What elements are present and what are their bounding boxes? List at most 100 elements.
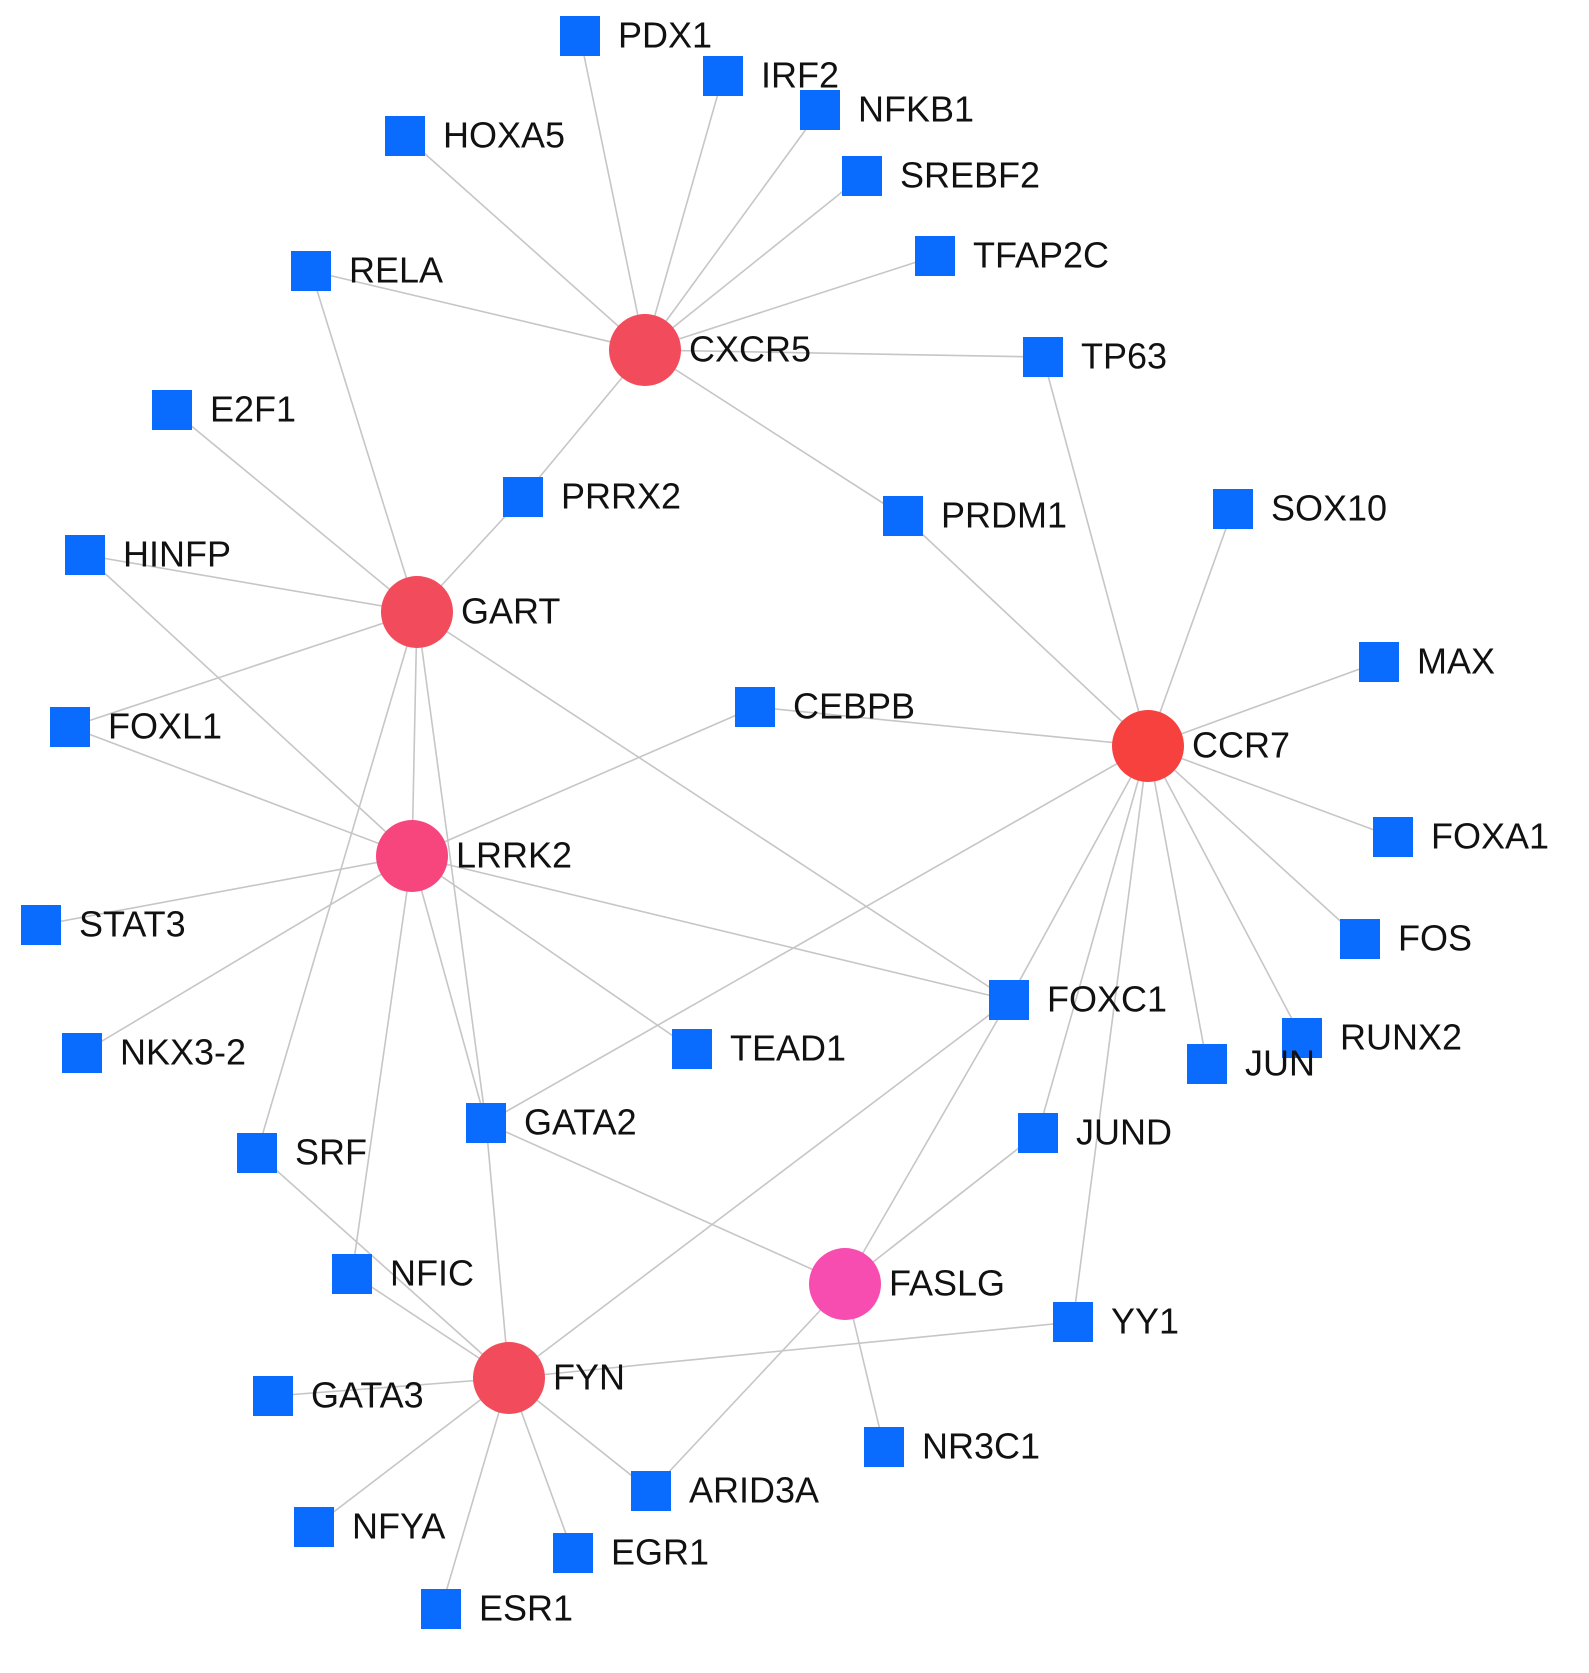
tf-node-prrx2[interactable] xyxy=(503,477,543,517)
tf-node-jund[interactable] xyxy=(1018,1113,1058,1153)
tf-node-runx2[interactable] xyxy=(1282,1018,1322,1058)
edge-fyn-gata2 xyxy=(485,1122,510,1379)
tf-label-prdm1: PRDM1 xyxy=(941,495,1067,536)
edge-ccr7-fos xyxy=(1147,745,1361,940)
edge-cxcr5-tfap2c xyxy=(644,255,936,351)
tf-node-tead1[interactable] xyxy=(672,1029,712,1069)
edge-ccr7-prdm1 xyxy=(902,515,1149,747)
edge-faslg-gata2 xyxy=(485,1122,846,1285)
edge-ccr7-yy1 xyxy=(1072,745,1149,1323)
node-layer xyxy=(21,16,1413,1629)
tf-node-arid3a[interactable] xyxy=(631,1471,671,1511)
tf-node-fos[interactable] xyxy=(1340,919,1380,959)
tf-node-max[interactable] xyxy=(1359,642,1399,682)
edge-lrrk2-nkx3-2 xyxy=(81,855,413,1054)
tf-label-nfic: NFIC xyxy=(390,1253,474,1294)
tf-label-sox10: SOX10 xyxy=(1271,488,1387,529)
tf-node-tfap2c[interactable] xyxy=(915,236,955,276)
tf-label-cebpb: CEBPB xyxy=(793,686,915,727)
edge-gart-foxl1 xyxy=(69,611,418,728)
tf-label-foxa1: FOXA1 xyxy=(1431,816,1549,857)
edge-gart-foxc1 xyxy=(416,611,1010,1001)
edge-gart-rela xyxy=(310,270,418,613)
edge-cxcr5-nfkb1 xyxy=(644,109,821,351)
tf-node-foxc1[interactable] xyxy=(989,980,1029,1020)
tf-node-gata2[interactable] xyxy=(466,1103,506,1143)
tf-label-tfap2c: TFAP2C xyxy=(973,235,1109,276)
hub-node-cxcr5[interactable] xyxy=(609,314,681,386)
tf-label-tead1: TEAD1 xyxy=(730,1028,846,1069)
tf-label-pdx1: PDX1 xyxy=(618,15,712,56)
edge-ccr7-gata2 xyxy=(485,745,1149,1124)
tf-node-jun[interactable] xyxy=(1187,1044,1227,1084)
tf-node-hinfp[interactable] xyxy=(65,535,105,575)
tf-node-esr1[interactable] xyxy=(421,1589,461,1629)
hub-label-lrrk2: LRRK2 xyxy=(456,835,572,876)
edge-gart-gata2 xyxy=(416,611,487,1124)
tf-node-hoxa5[interactable] xyxy=(385,116,425,156)
tf-node-nkx3-2[interactable] xyxy=(62,1033,102,1073)
tf-node-egr1[interactable] xyxy=(553,1533,593,1573)
tf-label-srf: SRF xyxy=(295,1132,367,1173)
hub-node-faslg[interactable] xyxy=(809,1248,881,1320)
edge-ccr7-max xyxy=(1147,661,1380,747)
edge-fyn-nfya xyxy=(313,1377,510,1528)
hub-node-lrrk2[interactable] xyxy=(376,820,448,892)
edge-ccr7-foxc1 xyxy=(1008,745,1149,1001)
tf-node-pdx1[interactable] xyxy=(560,16,600,56)
tf-node-sox10[interactable] xyxy=(1213,489,1253,529)
tf-node-tp63[interactable] xyxy=(1023,337,1063,377)
tf-label-nfya: NFYA xyxy=(352,1506,445,1547)
edge-layer xyxy=(40,35,1394,1610)
hub-label-cxcr5: CXCR5 xyxy=(689,329,811,370)
tf-label-prrx2: PRRX2 xyxy=(561,476,681,517)
edge-fyn-gata3 xyxy=(272,1377,510,1397)
edge-lrrk2-tead1 xyxy=(411,855,693,1050)
tf-label-jun: JUN xyxy=(1245,1043,1315,1084)
tf-node-srf[interactable] xyxy=(237,1133,277,1173)
tf-node-nfya[interactable] xyxy=(294,1507,334,1547)
tf-node-gata3[interactable] xyxy=(253,1376,293,1416)
tf-node-rela[interactable] xyxy=(291,251,331,291)
tf-node-foxa1[interactable] xyxy=(1373,817,1413,857)
tf-node-nr3c1[interactable] xyxy=(864,1427,904,1467)
tf-node-cebpb[interactable] xyxy=(735,687,775,727)
edge-gart-hinfp xyxy=(84,554,418,613)
tf-label-hinfp: HINFP xyxy=(123,534,231,575)
tf-node-nfkb1[interactable] xyxy=(800,90,840,130)
edge-cxcr5-tp63 xyxy=(644,349,1044,358)
hub-node-fyn[interactable] xyxy=(473,1342,545,1414)
tf-label-arid3a: ARID3A xyxy=(689,1470,819,1511)
tf-label-nr3c1: NR3C1 xyxy=(922,1426,1040,1467)
edge-gart-srf xyxy=(256,611,418,1154)
edge-ccr7-runx2 xyxy=(1147,745,1303,1039)
tf-node-nfic[interactable] xyxy=(332,1254,372,1294)
tf-label-irf2: IRF2 xyxy=(761,55,839,96)
tf-node-foxl1[interactable] xyxy=(50,707,90,747)
edge-cxcr5-pdx1 xyxy=(579,35,646,351)
tf-label-rela: RELA xyxy=(349,250,443,291)
edge-ccr7-tp63 xyxy=(1042,356,1149,747)
tf-label-gata2: GATA2 xyxy=(524,1102,637,1143)
tf-node-yy1[interactable] xyxy=(1053,1302,1093,1342)
edge-cxcr5-irf2 xyxy=(644,75,724,351)
edge-ccr7-jun xyxy=(1147,745,1208,1065)
hub-node-gart[interactable] xyxy=(381,576,453,648)
hub-label-gart: GART xyxy=(461,591,560,632)
edge-fyn-srf xyxy=(256,1152,510,1379)
tf-node-prdm1[interactable] xyxy=(883,496,923,536)
edge-lrrk2-foxc1 xyxy=(411,855,1010,1001)
hub-node-ccr7[interactable] xyxy=(1112,710,1184,782)
tf-node-e2f1[interactable] xyxy=(152,390,192,430)
edge-gart-lrrk2 xyxy=(411,611,418,857)
tf-label-gata3: GATA3 xyxy=(311,1375,424,1416)
edge-lrrk2-hinfp xyxy=(84,554,413,857)
tf-label-max: MAX xyxy=(1417,641,1495,682)
edge-cxcr5-rela xyxy=(310,270,646,351)
tf-label-nkx3-2: NKX3-2 xyxy=(120,1032,246,1073)
tf-node-irf2[interactable] xyxy=(703,56,743,96)
tf-node-srebf2[interactable] xyxy=(842,156,882,196)
tf-node-stat3[interactable] xyxy=(21,905,61,945)
label-layer: PDX1IRF2NFKB1HOXA5SREBF2TFAP2CRELATP63E2… xyxy=(79,15,1549,1629)
